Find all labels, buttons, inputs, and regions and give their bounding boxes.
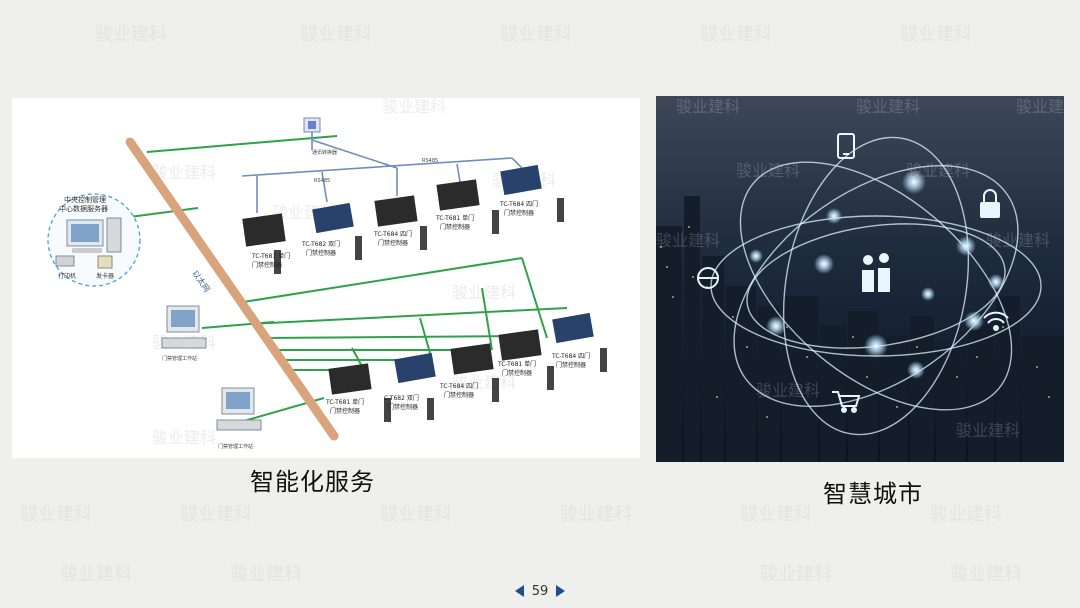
printer-label: 打印机 bbox=[58, 272, 76, 280]
phone-icon bbox=[837, 133, 855, 159]
watermark: 骏业建科 bbox=[20, 504, 92, 525]
watermark: 骏业建科 bbox=[180, 504, 252, 525]
watermark: 骏业建科 bbox=[1016, 97, 1064, 116]
upper-controller-5: TC-T684 四门 门禁控制器 bbox=[499, 164, 564, 222]
watermark: 骏业建科 bbox=[856, 97, 920, 116]
prev-page-icon[interactable] bbox=[514, 585, 524, 597]
svg-text:门禁控制器: 门禁控制器 bbox=[502, 369, 532, 377]
upper-controller-3: TC-T684 四门 门禁控制器 bbox=[373, 195, 427, 250]
watermark: 骏业建科 bbox=[382, 98, 446, 116]
ie-icon bbox=[697, 267, 719, 289]
workstation-2-label: 门禁管理工作站 bbox=[218, 443, 253, 450]
converter-device bbox=[303, 117, 321, 133]
wifi-icon bbox=[983, 311, 1009, 331]
svg-text:TC-T684 四门: TC-T684 四门 bbox=[499, 200, 538, 208]
watermark: 骏业建科 bbox=[676, 97, 740, 116]
watermark: 骏业建科 bbox=[452, 373, 516, 392]
svg-text:门禁控制器: 门禁控制器 bbox=[306, 249, 336, 257]
watermark: 骏业建科 bbox=[930, 504, 1002, 525]
svg-text:TC-T684 四门: TC-T684 四门 bbox=[551, 352, 590, 360]
server-label-line2: 中心数据服务器 bbox=[59, 204, 108, 213]
converter-label: 通讯转换器 bbox=[312, 149, 337, 156]
watermark: 骏业建科 bbox=[560, 504, 632, 525]
svg-text:TC-T684 四门: TC-T684 四门 bbox=[373, 230, 412, 238]
upper-controller-4: TC-T681 单门 门禁控制器 bbox=[435, 179, 499, 234]
printer-icon bbox=[55, 255, 75, 267]
server-label-line1: 中央控制管理 bbox=[64, 195, 106, 204]
svg-text:TC-T681 单门: TC-T681 单门 bbox=[251, 252, 290, 260]
lower-controller-2: C-T682 双门 门禁控制器 bbox=[384, 352, 436, 420]
watermark: 骏业建科 bbox=[380, 504, 452, 525]
svg-text:C-T682 双门: C-T682 双门 bbox=[384, 394, 419, 402]
lock-icon bbox=[980, 189, 1000, 218]
upper-controller-1: TC-T681 单门 门禁控制器 bbox=[242, 213, 290, 274]
workstation-computer-icon bbox=[216, 387, 262, 431]
svg-text:TC-T684 四门: TC-T684 四门 bbox=[439, 382, 478, 390]
next-page-icon[interactable] bbox=[556, 585, 566, 597]
page-number: 59 bbox=[531, 583, 549, 599]
lower-controller-3: TC-T684 四门 门禁控制器 bbox=[439, 343, 499, 402]
watermark: 骏业建科 bbox=[906, 161, 970, 180]
bus-label: RS485 bbox=[314, 178, 330, 184]
upper-controller-2: TC-T682 双门 门禁控制器 bbox=[301, 202, 362, 260]
watermark: 骏业建科 bbox=[700, 24, 772, 45]
ethernet-backbone bbox=[125, 137, 339, 441]
svg-text:门禁控制器: 门禁控制器 bbox=[556, 361, 586, 369]
pager: 59 bbox=[500, 580, 580, 602]
svg-text:门禁控制器: 门禁控制器 bbox=[388, 403, 418, 411]
server-computer-icon bbox=[66, 217, 122, 253]
workstation-1-label: 门禁管理工作站 bbox=[162, 355, 197, 362]
watermark: 骏业建科 bbox=[950, 564, 1022, 585]
lower-controller-5: TC-T684 四门 门禁控制器 bbox=[551, 312, 607, 372]
watermark: 骏业建科 bbox=[95, 24, 167, 45]
svg-text:门禁控制器: 门禁控制器 bbox=[330, 407, 360, 415]
right-caption: 智慧城市 bbox=[823, 480, 923, 508]
card-reader-label: 发卡器 bbox=[96, 272, 114, 280]
svg-text:门禁控制器: 门禁控制器 bbox=[444, 391, 474, 399]
lower-controller-4: TC-T681 单门 门禁控制器 bbox=[497, 329, 554, 390]
workstation-computer-icon bbox=[161, 305, 207, 349]
svg-text:门禁控制器: 门禁控制器 bbox=[252, 261, 282, 269]
watermark: 骏业建科 bbox=[986, 231, 1050, 250]
watermark: 骏业建科 bbox=[152, 163, 216, 182]
svg-text:门禁控制器: 门禁控制器 bbox=[440, 223, 470, 231]
card-reader-icon bbox=[97, 255, 113, 269]
svg-text:TC-T682 双门: TC-T682 双门 bbox=[301, 240, 340, 248]
lower-controller-1: TC-T681 单门 门禁控制器 bbox=[325, 363, 391, 422]
watermark: 骏业建科 bbox=[452, 283, 516, 302]
people-icon bbox=[862, 253, 890, 292]
svg-text:TC-T681 单门: TC-T681 单门 bbox=[435, 214, 474, 222]
watermark: 骏业建科 bbox=[656, 231, 720, 250]
backbone-label: 以太网 bbox=[190, 268, 212, 293]
watermark: 骏业建科 bbox=[300, 24, 372, 45]
watermark: 骏业建科 bbox=[900, 24, 972, 45]
watermark: 骏业建科 bbox=[500, 24, 572, 45]
left-caption: 智能化服务 bbox=[250, 468, 375, 496]
svg-text:门禁控制器: 门禁控制器 bbox=[504, 209, 534, 217]
svg-text:门禁控制器: 门禁控制器 bbox=[378, 239, 408, 247]
smart-city-image: 骏业建科 骏业建科 骏业建科 骏业建科 骏业建科 骏业建科 骏业建科 骏业建科 … bbox=[656, 96, 1064, 462]
access-control-diagram: 骏业建科 骏业建科 骏业建科 骏业建科 骏业建科 骏业建科 骏业建科 骏业建科 bbox=[12, 98, 640, 458]
bus-label: RS485 bbox=[422, 158, 438, 164]
watermark: 骏业建科 bbox=[740, 504, 812, 525]
watermark: 骏业建科 bbox=[756, 381, 820, 400]
watermark: 骏业建科 bbox=[760, 564, 832, 585]
watermark: 骏业建科 bbox=[956, 421, 1020, 440]
watermark: 骏业建科 bbox=[230, 564, 302, 585]
watermark: 骏业建科 bbox=[152, 428, 216, 447]
cart-icon bbox=[832, 391, 861, 413]
svg-text:TC-T681 单门: TC-T681 单门 bbox=[325, 398, 364, 406]
watermark: 骏业建科 bbox=[736, 161, 800, 180]
watermark: 骏业建科 bbox=[60, 564, 132, 585]
svg-text:TC-T681 单门: TC-T681 单门 bbox=[497, 360, 536, 368]
